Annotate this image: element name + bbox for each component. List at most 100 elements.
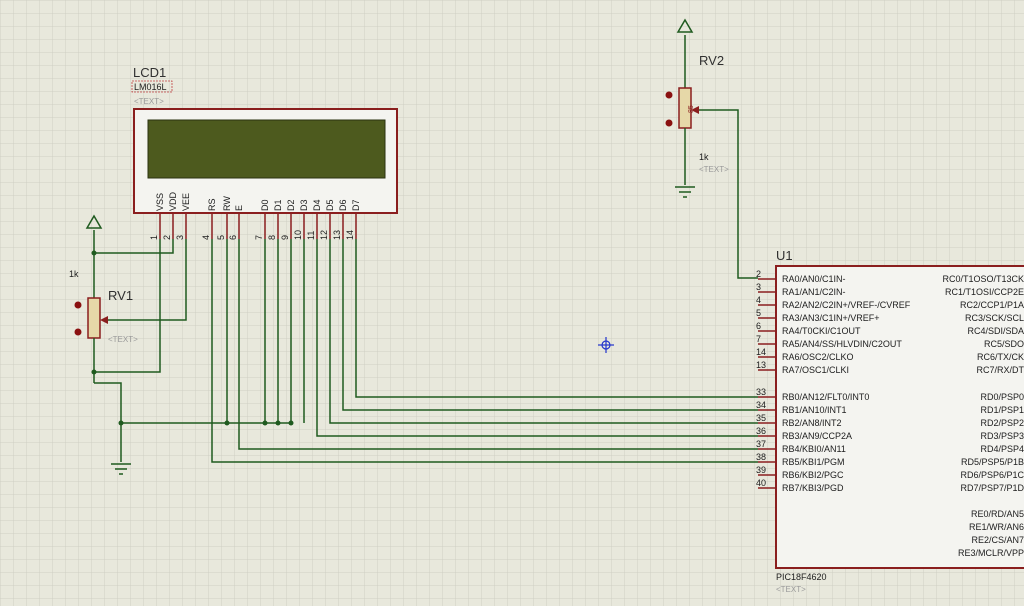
wire-e-rb4 bbox=[238, 239, 758, 450]
u1-right-pin-label: RD7/PSP7/P1D bbox=[960, 483, 1024, 493]
u1-right-pin-label: RD5/PSP5/P1B bbox=[961, 457, 1024, 467]
u1-pin-number: 39 bbox=[756, 465, 766, 475]
u1-right-pin-label: RC0/T1OSO/T13CK bbox=[942, 274, 1024, 284]
lcd1-pin-number: 8 bbox=[267, 235, 277, 240]
lcd1-pin-name: D3 bbox=[299, 199, 309, 211]
u1-pin-label: RB2/AN8/INT2 bbox=[782, 418, 842, 428]
lcd1-part: LM016L bbox=[134, 82, 167, 92]
u1-right-pin-label: RC1/T1OSI/CCP2E bbox=[945, 287, 1024, 297]
junction-d1 bbox=[275, 420, 281, 426]
wire-rv2-ra0 bbox=[699, 109, 758, 279]
u1-pin-number: 37 bbox=[756, 439, 766, 449]
u1-pin-label: RA6/OSC2/CLKO bbox=[782, 352, 854, 362]
rv1-power-icon bbox=[85, 214, 103, 229]
u1-pin-number: 14 bbox=[756, 347, 766, 357]
u1-right-pin-label: RC5/SDO bbox=[984, 339, 1024, 349]
lcd1-pin-name: D4 bbox=[312, 199, 322, 211]
lcd1-pin-number: 4 bbox=[201, 235, 211, 240]
u1-right-pin-label: RD0/PSP0 bbox=[980, 392, 1024, 402]
lcd1-pin-name: VSS bbox=[155, 193, 165, 211]
u1-pin-label: RA2/AN2/C2IN+/VREF-/CVREF bbox=[782, 300, 911, 310]
rv1-body bbox=[87, 297, 101, 339]
wires-lcd-power bbox=[94, 239, 305, 462]
rv2-body-label: 85 bbox=[688, 105, 695, 113]
u1-pin-label: RA4/T0CKI/C1OUT bbox=[782, 326, 861, 336]
wire-d4-rb3 bbox=[316, 239, 758, 437]
lcd1-pin-number: 12 bbox=[319, 230, 329, 240]
junction-rw bbox=[224, 420, 230, 426]
u1-body bbox=[775, 265, 1024, 569]
u1-pin-label: RB3/AN9/CCP2A bbox=[782, 431, 852, 441]
lcd1-pin-name: VDD bbox=[168, 191, 178, 211]
rv2-text-placeholder: <TEXT> bbox=[699, 165, 729, 174]
lcd1-pin-name: VEE bbox=[181, 193, 191, 211]
u1-right-pin-label: RD2/PSP2 bbox=[980, 418, 1024, 428]
u1-pin-number: 40 bbox=[756, 478, 766, 488]
u1-pin-label: RA1/AN1/C2IN- bbox=[782, 287, 846, 297]
u1-pin-number: 2 bbox=[756, 269, 761, 279]
ground-icon-rv2 bbox=[675, 186, 695, 198]
lcd1-pin-number: 6 bbox=[228, 235, 238, 240]
rv2-knob-down-icon[interactable] bbox=[665, 119, 673, 127]
lcd1-pin-name: D1 bbox=[273, 199, 283, 211]
rv1-component[interactable]: RV1 1k <TEXT> bbox=[69, 214, 138, 383]
wire-vdd bbox=[94, 239, 174, 254]
u1-pin-label: RB5/KBI1/PGM bbox=[782, 457, 845, 467]
u1-right-pin-label: RE3/MCLR/VPP bbox=[958, 548, 1024, 558]
lcd1-pins: VSS1VDD2VEE3RS4RW5E6D07D18D29D310D411D51… bbox=[149, 191, 361, 240]
u1-pin-label: RB4/KBI0/AN11 bbox=[782, 444, 846, 454]
lcd1-pin-number: 3 bbox=[175, 235, 185, 240]
rv2-ref: RV2 bbox=[699, 53, 724, 68]
u1-right-pin-label: RC6/TX/CK bbox=[977, 352, 1024, 362]
rv1-knob-down-icon[interactable] bbox=[74, 328, 82, 336]
u1-pin-number: 3 bbox=[756, 282, 761, 292]
u1-right-pin-label: RD1/PSP1 bbox=[980, 405, 1024, 415]
wires-lcd-data bbox=[211, 239, 758, 463]
lcd1-pin-number: 11 bbox=[306, 231, 316, 240]
junction-d2 bbox=[288, 420, 294, 426]
rv2-component[interactable]: 85 RV2 1k <TEXT> bbox=[665, 18, 759, 279]
u1-right-pin-label: RC4/SDI/SDA bbox=[967, 326, 1024, 336]
lcd1-pin-number: 1 bbox=[149, 235, 159, 240]
u1-pin-label: RB7/KBI3/PGD bbox=[782, 483, 844, 493]
u1-ref: U1 bbox=[776, 248, 793, 263]
u1-right-pin-label: RC3/SCK/SCL bbox=[965, 313, 1024, 323]
rv1-text-placeholder: <TEXT> bbox=[108, 335, 138, 344]
lcd1-component[interactable]: LCD1 LM016L <TEXT> VSS1VDD2VEE3RS4RW5E6D… bbox=[131, 65, 398, 240]
u1-pin-label: RA5/AN4/SS/HLVDIN/C2OUT bbox=[782, 339, 902, 349]
lcd1-pin-number: 13 bbox=[332, 230, 342, 240]
u1-pin-number: 5 bbox=[756, 308, 761, 318]
wire-vss bbox=[94, 239, 161, 373]
lcd1-text-placeholder: <TEXT> bbox=[134, 97, 164, 106]
u1-right-pin-label: RC2/CCP1/P1A bbox=[960, 300, 1024, 310]
rv2-knob-up-icon[interactable] bbox=[665, 91, 673, 99]
lcd1-pin-name: D6 bbox=[338, 199, 348, 211]
lcd1-pin-name: RW bbox=[222, 196, 232, 211]
u1-right-pin-label: RE2/CS/AN7 bbox=[971, 535, 1024, 545]
lcd1-pin-number: 9 bbox=[280, 235, 290, 240]
u1-right-pin-label: RE1/WR/AN6 bbox=[969, 522, 1024, 532]
u1-pin-label: RB6/KBI2/PGC bbox=[782, 470, 844, 480]
lcd1-part-box bbox=[131, 80, 173, 93]
rv1-knob-up-icon[interactable] bbox=[74, 301, 82, 309]
lcd1-pin-number: 2 bbox=[162, 235, 172, 240]
u1-pin-number: 33 bbox=[756, 387, 766, 397]
u1-pin-label: RA3/AN3/C1IN+/VREF+ bbox=[782, 313, 880, 323]
lcd1-pin-name: D5 bbox=[325, 199, 335, 211]
u1-pin-label: RB0/AN12/FLT0/INT0 bbox=[782, 392, 869, 402]
wire-d5-rb2 bbox=[329, 239, 758, 424]
rv1-value: 1k bbox=[69, 269, 79, 279]
lcd1-ref: LCD1 bbox=[133, 65, 166, 80]
u1-pin-number: 6 bbox=[756, 321, 761, 331]
wire-d6-rb1 bbox=[342, 239, 758, 411]
junction-gnd bbox=[118, 420, 124, 426]
wire-vee bbox=[104, 239, 187, 321]
ground-icon-lcd bbox=[111, 463, 131, 475]
u1-right-pin-label: RD6/PSP6/P1C bbox=[960, 470, 1024, 480]
u1-right-pins: RC0/T1OSO/T13CK RC1/T1OSI/CCP2E RC2/CCP1/P… bbox=[942, 274, 1024, 558]
rv1-wiper-arrow-icon bbox=[100, 316, 108, 324]
u1-pin-number: 7 bbox=[756, 334, 761, 344]
junction-d0 bbox=[262, 420, 268, 426]
